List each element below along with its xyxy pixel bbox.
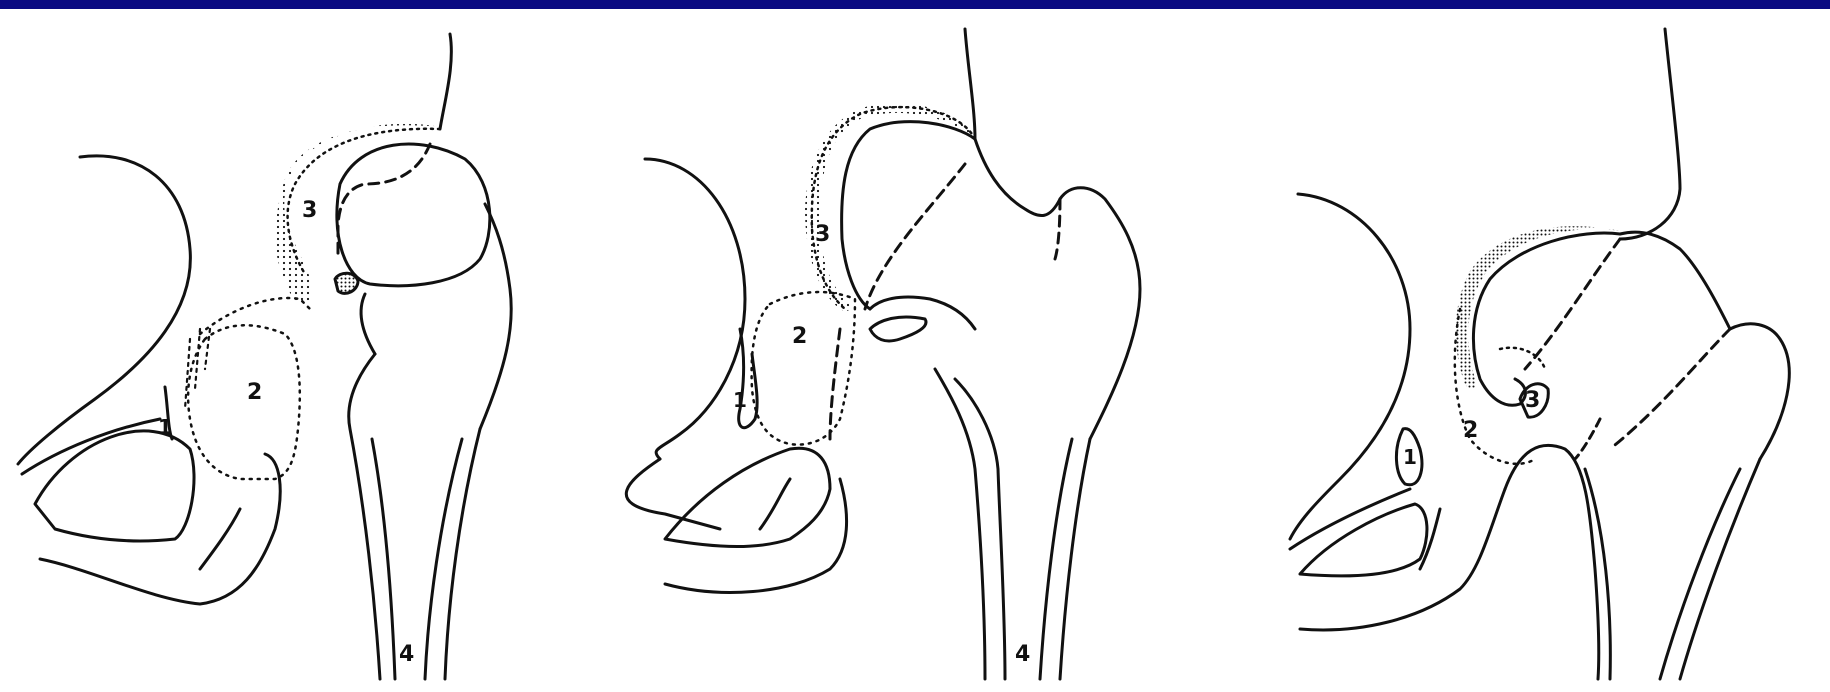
- femur-shaft-inner-right: [1040, 439, 1072, 679]
- femoral-head: [337, 144, 490, 286]
- pubic-bone: [665, 448, 830, 546]
- label-middle-2: 2: [792, 324, 807, 349]
- hip-diagram-canvas: 3 2 1 4 3 2 1 4: [0, 9, 1830, 687]
- pelvis-outline: [1290, 194, 1410, 539]
- pelvis-outline: [645, 159, 745, 459]
- dashed-connector: [830, 329, 840, 439]
- greater-trochanter: [1620, 232, 1789, 459]
- top-color-bar: [0, 0, 1830, 9]
- pubic-bone: [1300, 504, 1427, 576]
- panel-left: [18, 34, 511, 679]
- ischium: [40, 454, 280, 604]
- neck-bump: [870, 317, 926, 341]
- ischium: [665, 479, 847, 592]
- head-notch: [870, 297, 975, 329]
- physis-dashed: [865, 164, 965, 309]
- physis-dashed-3: [1575, 419, 1600, 459]
- panel-middle-labels: 3 2 1 4: [733, 222, 1030, 667]
- small-ossicle: [335, 273, 358, 293]
- femur-right-edge: [480, 204, 511, 429]
- pelvis-lower: [1290, 489, 1410, 549]
- femoral-head: [842, 122, 975, 309]
- label-left-3: 3: [302, 198, 317, 223]
- dotted-region-2: [188, 325, 300, 479]
- label-middle-1: 1: [733, 388, 747, 412]
- ilium-line: [965, 29, 975, 139]
- ischium-inner: [760, 479, 790, 529]
- label-left-1: 1: [158, 415, 172, 439]
- cartilage-dotted-zone: [1456, 226, 1620, 389]
- dotted-region-2: [752, 292, 855, 445]
- pubic-bone: [35, 431, 194, 541]
- label-middle-4: 4: [1015, 642, 1030, 667]
- label-right-3: 3: [1525, 388, 1540, 413]
- label-left-4: 4: [399, 642, 414, 667]
- femur-shaft-inner-left: [372, 439, 395, 679]
- femur-shaft-outer-left: [935, 369, 985, 679]
- dotted-bridge: [200, 298, 310, 334]
- physis-dashed: [1525, 239, 1620, 369]
- femur-shaft-outer-right: [445, 429, 480, 679]
- femur-shaft-outer-right: [1660, 469, 1740, 679]
- label-right-2: 2: [1463, 418, 1478, 443]
- label-right-1: 1: [1403, 445, 1417, 469]
- ilium-line: [1620, 29, 1680, 239]
- femur-shaft-outer-left: [349, 354, 380, 679]
- physis-dashed: [338, 144, 430, 254]
- label-left-2: 2: [247, 380, 262, 405]
- femur-neck-outer: [1505, 445, 1599, 679]
- ischium-inner: [1420, 509, 1440, 569]
- ischium-inner: [200, 509, 240, 569]
- physis-dashed-2: [1610, 329, 1730, 449]
- pelvis-lower: [626, 459, 720, 529]
- label-middle-3: 3: [815, 222, 830, 247]
- ischium: [1300, 489, 1505, 630]
- panel-right: [1290, 29, 1789, 679]
- femoral-neck-line: [361, 294, 375, 354]
- femur-shaft-inner-right: [1680, 459, 1760, 679]
- ilium-line: [440, 34, 451, 129]
- cartilage-dotted-zone-3: [805, 103, 975, 311]
- panel-middle: [626, 29, 1140, 679]
- greater-trochanter: [975, 139, 1140, 439]
- dotted-hatch-left: [185, 329, 210, 409]
